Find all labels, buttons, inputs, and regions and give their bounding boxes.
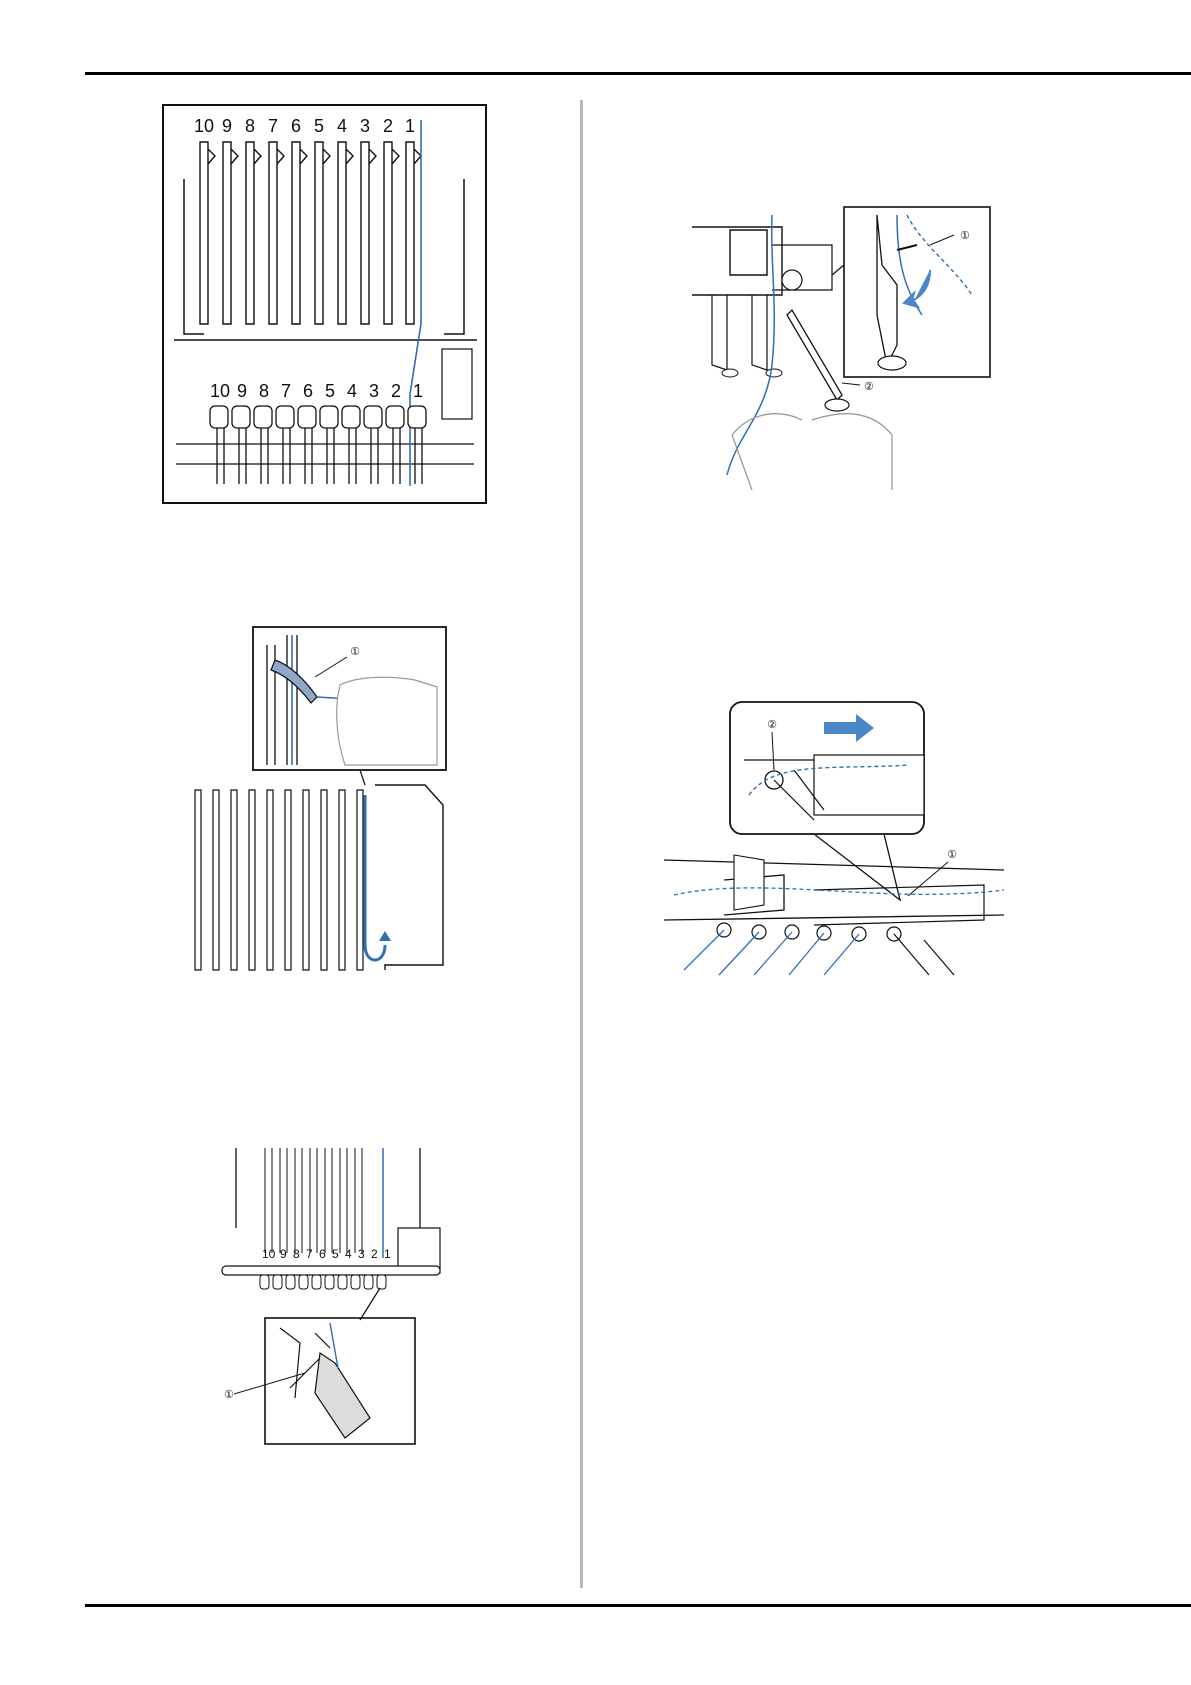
top-label-7: 7	[268, 116, 278, 136]
guide-label-6: 6	[319, 1247, 326, 1261]
top-label-3: 3	[360, 116, 370, 136]
thread-route-figure: ② ①	[664, 700, 1009, 980]
top-label-4: 4	[337, 116, 347, 136]
guide-callout: ②	[767, 719, 777, 731]
top-label-8: 8	[245, 116, 255, 136]
thread-guide-figure: 10 9 8 7 6 5 4 3 2 1 10 9 8 7 6 5 4 3 2 …	[162, 104, 487, 504]
guide-label-10: 10	[262, 1247, 276, 1261]
bottom-label-7: 7	[281, 381, 291, 401]
bottom-rule	[85, 1604, 1191, 1607]
threading-tool	[787, 310, 842, 400]
bottom-label-8: 8	[259, 381, 269, 401]
guide-label-7: 7	[306, 1247, 313, 1261]
bottom-label-5: 5	[325, 381, 335, 401]
hook-callout: ①	[960, 230, 970, 242]
guide-label-8: 8	[293, 1247, 300, 1261]
bottom-label-2: 2	[391, 381, 401, 401]
bottom-label-4: 4	[347, 381, 357, 401]
column-divider	[580, 100, 583, 1588]
lower-guide-figure: 10 9 8 7 6 5 4 3 2 1 ①	[220, 1148, 445, 1448]
thread-guide-eyes	[717, 923, 901, 941]
thread-loop-arrow	[365, 795, 385, 960]
guide-callout: ①	[224, 1389, 234, 1401]
bottom-label-1: 1	[413, 381, 423, 401]
guide-label-2: 2	[371, 1247, 378, 1261]
bottom-label-6: 6	[303, 381, 313, 401]
top-label-1: 1	[405, 116, 415, 136]
top-label-10: 10	[194, 116, 214, 136]
guide-bars	[265, 1148, 362, 1253]
needle-threading-figure: ② ①	[692, 205, 992, 495]
guide-label-3: 3	[358, 1247, 365, 1261]
tool-callout: ②	[864, 381, 874, 393]
guide-label-9: 9	[280, 1247, 287, 1261]
bottom-label-3: 3	[369, 381, 379, 401]
top-label-5: 5	[314, 116, 324, 136]
top-label-6: 6	[291, 116, 301, 136]
guide-label-4: 4	[345, 1247, 352, 1261]
hook-callout: ①	[350, 646, 360, 658]
thread-hook-figure: ①	[175, 625, 455, 995]
bottom-label-10: 10	[210, 381, 230, 401]
top-label-2: 2	[383, 116, 393, 136]
bottom-label-9: 9	[237, 381, 247, 401]
route-callout: ①	[947, 849, 957, 861]
guide-label-5: 5	[332, 1247, 339, 1261]
top-rule	[85, 72, 1191, 75]
top-label-9: 9	[222, 116, 232, 136]
guide-label-1: 1	[384, 1247, 391, 1261]
guide-bars	[195, 790, 363, 970]
